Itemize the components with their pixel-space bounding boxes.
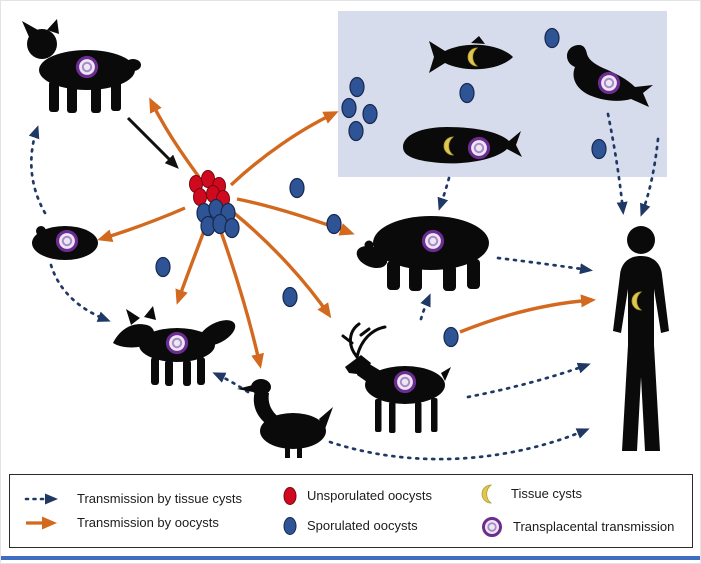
human-icon (613, 226, 669, 451)
transplacental-icon (482, 517, 502, 537)
legend-column-cysts: Tissue cysts Transplacental transmission (480, 483, 678, 539)
legend-item-unsporulated: Unsporulated oocysts (282, 486, 480, 506)
lynx-icon (22, 19, 141, 113)
dashed-arrow-icon (24, 493, 58, 505)
tissue-cyst-icon (481, 484, 493, 504)
reindeer-icon (341, 322, 451, 433)
sporulated-oocyst-icon (544, 27, 560, 49)
arrow-oocysts-to-fox (175, 230, 206, 305)
sporulated-oocyst-icon (282, 286, 298, 308)
arrow-oocysts-reindeer-to-human (459, 294, 596, 334)
arrow-cysts-lemming-to-fox (49, 263, 111, 322)
solid-arrow-icon (26, 516, 57, 530)
seal-icon (567, 45, 653, 107)
transplacental-symbol (597, 71, 621, 95)
legend-label: Transmission by oocysts (77, 515, 219, 530)
legend-label: Tissue cysts (511, 485, 583, 501)
legend: Transmission by tissue cysts Transmissio… (9, 474, 693, 548)
legend-item-sporulated: Sporulated oocysts (282, 516, 480, 536)
arrow-cysts-polar-bear-to-human (496, 256, 593, 275)
arrow-cysts-whale-to-polar-bear (437, 176, 451, 211)
sporulated-oocyst-icon (348, 120, 364, 142)
sporulated-oocyst-icon (341, 97, 357, 119)
transplacental-symbol (75, 55, 99, 79)
arrow-oocysts-to-lynx (149, 97, 201, 179)
arrow-cysts-goose-to-human (328, 428, 590, 461)
sporulated-oocyst-icon (591, 138, 607, 160)
oocyst-cluster-icon (189, 170, 240, 239)
legend-label: Sporulated oocysts (307, 517, 418, 533)
sporulated-oocyst-icon (289, 177, 305, 199)
legend-label: Unsporulated oocysts (307, 487, 433, 503)
legend-item-tissue-cyst-arrow: Transmission by tissue cysts (24, 490, 282, 506)
goose-icon (237, 379, 333, 458)
legend-item-transplacental: Transplacental transmission (480, 515, 678, 539)
arctic-fox-icon (113, 306, 236, 386)
arrow-oocysts-to-marine-water (229, 111, 339, 187)
bottom-rule (1, 556, 700, 560)
arrow-shedding-lynx-to-oocysts (126, 116, 179, 169)
sporulated-oocyst-icon (224, 217, 240, 239)
sporulated-oocyst-icon (155, 256, 171, 278)
legend-column-arrows: Transmission by tissue cysts Transmissio… (24, 490, 282, 531)
transplacental-symbol (467, 136, 491, 160)
sporulated-oocyst-icon (326, 213, 342, 235)
sporulated-oocyst-icon (443, 326, 459, 348)
oocyst-arrows (97, 97, 596, 369)
transplacental-symbol (421, 229, 445, 253)
legend-item-tissue-cysts: Tissue cysts (480, 483, 678, 505)
unsporulated-oocyst-icon (283, 487, 297, 505)
sporulated-oocyst-icon (362, 103, 378, 125)
legend-item-oocyst-arrow: Transmission by oocysts (24, 515, 282, 530)
arrow-cysts-marine-to-human (640, 137, 660, 217)
sporulated-oocyst-icon (349, 76, 365, 98)
legend-column-oocysts: Unsporulated oocysts Sporulated oocysts (282, 486, 480, 536)
lemming-icon (32, 226, 98, 260)
fish-icon (429, 36, 513, 73)
arrow-cysts-reindeer-to-human (466, 362, 591, 399)
sporulated-oocyst-icon (283, 517, 297, 535)
arrow-oocysts-to-lemming (97, 206, 186, 242)
arrow-oocysts-to-goose (218, 228, 264, 369)
transplacental-symbol (165, 331, 189, 355)
arrow-cysts-seal-to-human (606, 112, 628, 215)
whale-icon (403, 127, 522, 164)
sporulated-oocyst-icon (459, 82, 475, 104)
polar-bear-icon (356, 216, 489, 291)
transplacental-symbol (393, 370, 417, 394)
antlers (341, 322, 387, 359)
arrow-oocysts-to-reindeer (232, 211, 332, 319)
legend-label: Transplacental transmission (513, 518, 675, 534)
transplacental-symbol (55, 229, 79, 253)
legend-label: Transmission by tissue cysts (77, 490, 242, 506)
arrow-cysts-reindeer-to-polar-bear (419, 293, 431, 321)
arrow-cysts-lemming-to-lynx (28, 125, 47, 215)
